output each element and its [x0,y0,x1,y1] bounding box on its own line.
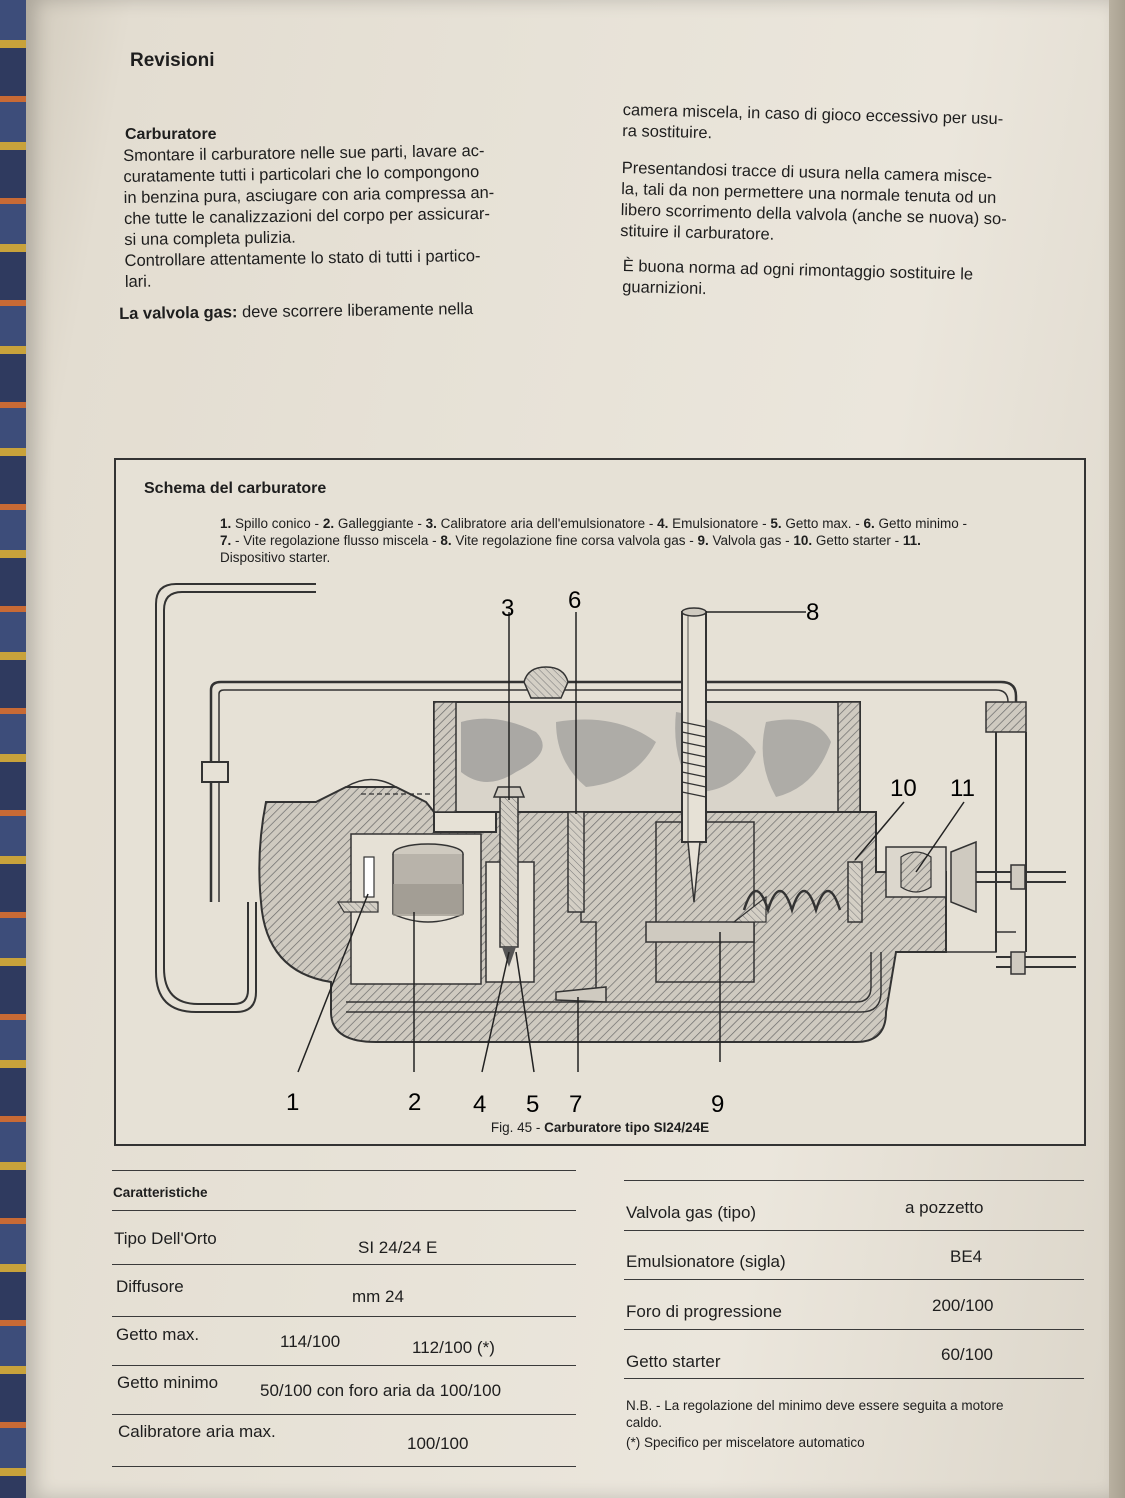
legend-number: 7. [220,533,232,548]
note-nb: N.B. - La regolazione del minimo deve es… [626,1398,1004,1430]
table-rule [624,1329,1084,1330]
spec-label: Valvola gas (tipo) [626,1203,757,1222]
spec-value: a pozzetto [905,1198,984,1217]
page-edge [1109,0,1125,1498]
spec-label: Emulsionatore (sigla) [626,1252,786,1271]
right-paragraph-2: Presentandosi tracce di usura nella came… [619,158,1007,244]
spec-label: Getto minimo [117,1373,219,1392]
legend-text: Getto max. - [781,516,864,531]
table-rule [112,1210,576,1211]
figure-title: Schema del carburatore [144,480,327,497]
callout-1: 1 [286,1089,299,1116]
valve-paragraph: La valvola gas: deve scorrere liberament… [119,297,589,325]
carburetor-diagram: 1 2 3 4 5 6 7 8 9 10 11 [155,583,1076,1118]
spec-value: 60/100 [941,1345,993,1364]
legend-number: 2. [322,516,335,531]
legend-text: Getto minimo - [874,516,967,531]
table-rule [112,1365,576,1366]
spec-label: Diffusore [116,1277,184,1296]
figure-legend: 1. Spillo conico - 2. Galleggiante - 3. … [220,515,980,566]
legend-text: - Vite regolazione flusso miscela - [231,533,441,548]
callout-7: 7 [569,1091,582,1118]
callout-11: 11 [950,775,975,802]
legend-text: Emulsionatore - [668,516,771,531]
legend-number: 10. [793,533,813,548]
spec-value-alt: 112/100 (*) [412,1338,495,1357]
legend-number: 11. [902,533,921,548]
left-paragraph: Smontare il carburatore nelle sue parti,… [123,141,495,291]
valve-label: La valvola gas: [119,303,238,323]
spec-value: SI 24/24 E [358,1238,438,1257]
legend-number: 6. [863,516,875,531]
spec-label: Foro di progressione [626,1302,782,1321]
spec-value: 114/100 [280,1332,341,1351]
spec-label: Getto max. [116,1325,200,1344]
subsection-title: Carburatore [125,126,217,143]
spec-value: mm 24 [352,1287,404,1306]
table-rule [112,1264,576,1265]
table-rule [112,1466,576,1467]
table-rule [624,1378,1084,1379]
figure-caption-title: Carburatore tipo SI24/24E [544,1120,710,1135]
legend-text: Valvola gas - [708,533,794,548]
callout-6: 6 [568,587,581,614]
legend-number: 8. [440,533,452,548]
figure-caption-prefix: Fig. 45 - [490,1120,545,1135]
table-rule [624,1279,1084,1280]
legend-number: 9. [697,533,709,548]
right-paragraph-3: È buona norma ad ogni rimontaggio sostit… [622,256,974,299]
legend-text: Dispositivo starter. [220,550,331,565]
spec-value: BE4 [950,1247,983,1266]
spec-label: Calibratore aria max. [118,1422,276,1441]
legend-number: 3. [425,516,437,531]
callout-10: 10 [890,775,917,802]
callout-5: 5 [526,1091,539,1118]
callout-8: 8 [806,599,819,626]
table-rule [624,1230,1084,1231]
spec-value: 200/100 [932,1296,994,1315]
callout-9: 9 [711,1091,724,1118]
callout-3: 3 [501,595,514,622]
legend-text: Spillo conico - [231,516,323,531]
table-rule [112,1316,576,1317]
spec-value: 50/100 con foro aria da 100/100 [260,1381,502,1400]
manual-page: Revisioni Carburatore Smontare il carbur… [26,0,1109,1498]
spec-value: 100/100 [407,1434,469,1453]
figure-caption: Fig. 45 - Carburatore tipo SI24/24E [116,1120,1084,1135]
note-asterisk: (*) Specifico per miscelatore automatico [626,1435,865,1450]
legend-text: Calibratore aria dell'emulsionatore - [436,516,658,531]
table-rule [624,1180,1084,1181]
legend-number: 4. [657,516,669,531]
right-paragraph-1: camera miscela, in caso di gioco eccessi… [622,100,1004,143]
callout-4: 4 [473,1091,486,1118]
carburetor-figure: Schema del carburatore 1. Spillo conico … [114,458,1086,1146]
table-rule [112,1170,576,1171]
legend-number: 5. [770,516,782,531]
spec-label: Getto starter [626,1352,721,1371]
spec-label: Tipo Dell'Orto [114,1229,217,1248]
legend-text: Vite regolazione fine corsa valvola gas … [451,533,698,548]
legend-text: Galleggiante - [334,516,426,531]
table-rule [112,1414,576,1415]
callout-2: 2 [408,1089,421,1116]
legend-text: Getto starter - [812,533,903,548]
legend-number: 1. [220,516,232,531]
valve-text: deve scorrere liberamente nella [237,300,474,322]
section-title: Revisioni [130,50,215,71]
specs-header: Caratteristiche [113,1185,208,1200]
